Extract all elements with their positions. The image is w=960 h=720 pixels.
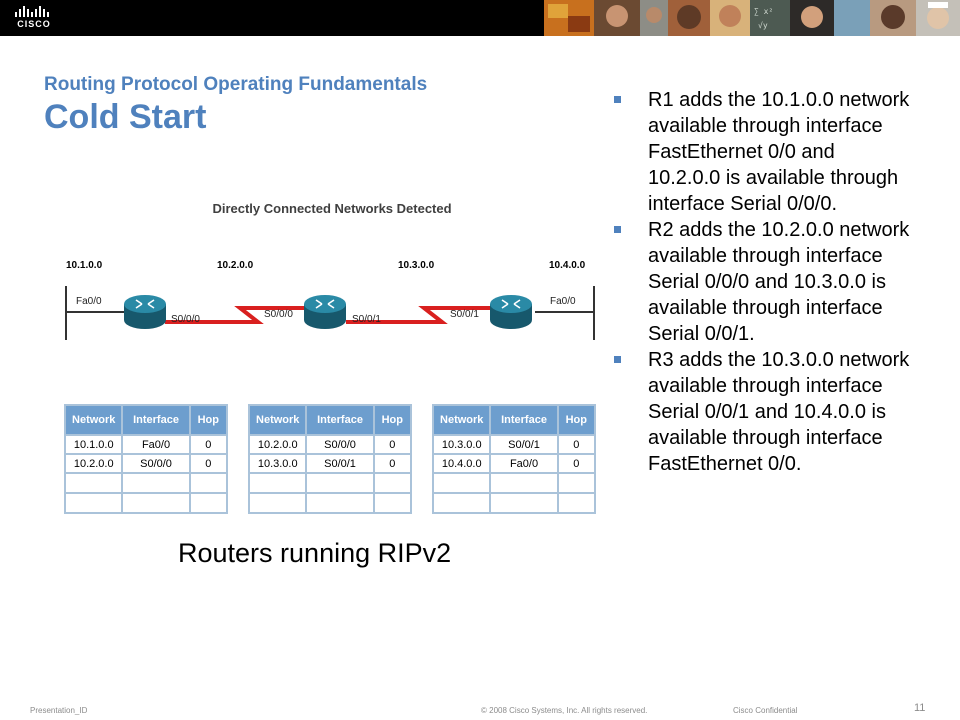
column-header: Interface — [305, 404, 375, 436]
table-cell: 10.3.0.0 — [247, 453, 308, 474]
interface-label: Fa0/0 — [76, 296, 102, 307]
header-bar: CISCO ∑ x² √y — [0, 0, 960, 36]
router-r1-icon — [124, 295, 166, 329]
diagram-caption: Routers running RIPv2 — [178, 538, 452, 568]
bullet-text: R3 adds the 10.3.0.0 network available t… — [648, 349, 910, 475]
interface-label: S0/0/1 — [450, 309, 479, 320]
interface-label: S0/0/1 — [352, 314, 381, 325]
people-photos-image: ∑ x² √y — [544, 0, 960, 36]
square-bullet-icon — [614, 96, 621, 103]
interface-label: Fa0/0 — [550, 296, 576, 307]
bullet-item: R2 adds the 10.2.0.0 network available t… — [612, 217, 912, 347]
bullet-text: R1 adds the 10.1.0.0 network available t… — [648, 89, 910, 215]
square-bullet-icon — [614, 226, 621, 233]
serial-link-r1-r2 — [165, 306, 304, 324]
cisco-logo-text: CISCO — [17, 19, 51, 29]
column-header: Hop — [556, 404, 597, 436]
table-cell: 0 — [556, 453, 597, 474]
footer-copyright: © 2008 Cisco Systems, Inc. All rights re… — [481, 706, 648, 715]
footer-presentation-id: Presentation_ID — [30, 706, 88, 715]
page-number: 11 — [914, 702, 926, 714]
column-header: Network — [247, 404, 308, 436]
diagram-heading: Directly Connected Networks Detected — [212, 201, 451, 216]
column-header: Hop — [372, 404, 413, 436]
router-r2-icon — [304, 295, 346, 329]
svg-text:√y: √y — [758, 21, 768, 30]
table-header-row: Network Interface Hop — [431, 404, 597, 436]
table-row: 10.2.0.0 S0/0/0 0 — [247, 434, 413, 455]
table-cell: 0 — [556, 434, 597, 455]
column-header: Hop — [188, 404, 229, 436]
table-cell: 0 — [188, 434, 229, 455]
routing-table-r1: Network Interface Hop 10.1.0.0 Fa0/0 0 1… — [63, 404, 229, 514]
table-cell: 10.2.0.0 — [63, 453, 124, 474]
slide-title: Cold Start — [44, 98, 207, 136]
header-photo-strip: ∑ x² √y — [544, 0, 960, 36]
table-row-empty — [431, 472, 597, 494]
table-cell: 0 — [372, 434, 413, 455]
table-cell: 10.1.0.0 — [63, 434, 124, 455]
column-header: Interface — [489, 404, 559, 436]
table-cell: S0/0/1 — [305, 453, 375, 474]
column-header: Network — [431, 404, 492, 436]
table-cell: S0/0/0 — [121, 453, 191, 474]
table-row-empty — [247, 472, 413, 494]
column-header: Interface — [121, 404, 191, 436]
routing-table-r2: Network Interface Hop 10.2.0.0 S0/0/0 0 … — [247, 404, 413, 514]
table-cell: 10.2.0.0 — [247, 434, 308, 455]
table-row: 10.4.0.0 Fa0/0 0 — [431, 453, 597, 474]
table-cell: S0/0/1 — [489, 434, 559, 455]
table-row: 10.1.0.0 Fa0/0 0 — [63, 434, 229, 455]
cisco-bars-icon — [15, 6, 49, 17]
bullet-item: R3 adds the 10.3.0.0 network available t… — [612, 347, 912, 477]
network-label: 10.1.0.0 — [66, 260, 103, 271]
table-row: 10.3.0.0 S0/0/1 0 — [247, 453, 413, 474]
bullet-text: R2 adds the 10.2.0.0 network available t… — [648, 219, 910, 345]
svg-text:∑ x²: ∑ x² — [754, 7, 773, 16]
router-r3-icon — [490, 295, 532, 329]
table-row-empty — [63, 492, 229, 514]
routing-table-r3: Network Interface Hop 10.3.0.0 S0/0/1 0 … — [431, 404, 597, 514]
slide-subtitle: Routing Protocol Operating Fundamentals — [44, 74, 428, 95]
table-row: 10.3.0.0 S0/0/1 0 — [431, 434, 597, 455]
table-cell: S0/0/0 — [305, 434, 375, 455]
interface-label: S0/0/0 — [264, 309, 293, 320]
cisco-logo: CISCO — [12, 3, 56, 33]
footer-confidential: Cisco Confidential — [733, 706, 798, 715]
table-cell: 0 — [188, 453, 229, 474]
network-label: 10.3.0.0 — [398, 260, 435, 271]
table-row-empty — [431, 492, 597, 514]
table-cell: Fa0/0 — [489, 453, 559, 474]
table-cell: 10.3.0.0 — [431, 434, 492, 455]
column-header: Network — [63, 404, 124, 436]
table-cell: Fa0/0 — [121, 434, 191, 455]
serial-link-r2-r3 — [346, 306, 491, 324]
table-row: 10.2.0.0 S0/0/0 0 — [63, 453, 229, 474]
table-row-empty — [247, 492, 413, 514]
table-cell: 10.4.0.0 — [431, 453, 492, 474]
table-cell: 0 — [372, 453, 413, 474]
table-row-empty — [63, 472, 229, 494]
square-bullet-icon — [614, 356, 621, 363]
bullet-list: R1 adds the 10.1.0.0 network available t… — [612, 87, 912, 477]
bullet-item: R1 adds the 10.1.0.0 network available t… — [612, 87, 912, 217]
table-header-row: Network Interface Hop — [63, 404, 229, 436]
network-label: 10.2.0.0 — [217, 260, 254, 271]
interface-label: S0/0/0 — [171, 314, 200, 325]
table-header-row: Network Interface Hop — [247, 404, 413, 436]
network-label: 10.4.0.0 — [549, 260, 586, 271]
